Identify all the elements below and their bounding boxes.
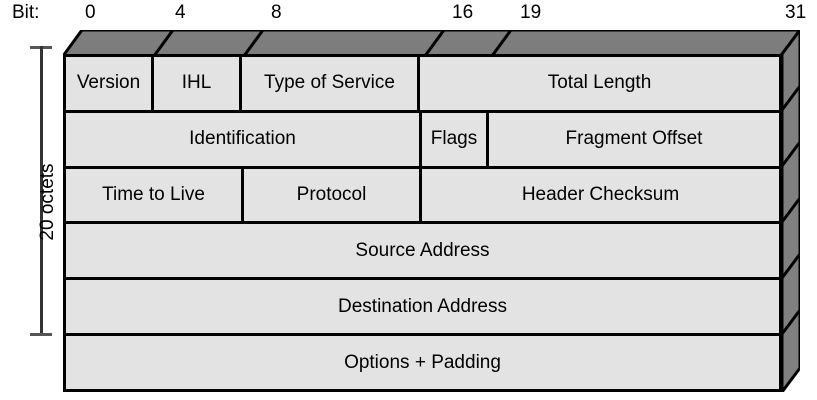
field-flags: Flags bbox=[422, 112, 489, 166]
bracket-bottom-tick bbox=[30, 333, 52, 336]
header-row-5: Destination Address bbox=[66, 280, 779, 337]
field-version: Version bbox=[66, 57, 154, 110]
bit-scale-caption: Bit: bbox=[12, 2, 40, 23]
field-ihl: IHL bbox=[154, 57, 242, 110]
bit-tick-0: 0 bbox=[85, 2, 96, 23]
bit-tick-31: 31 bbox=[785, 2, 807, 23]
field-time-to-live: Time to Live bbox=[66, 168, 244, 222]
bit-tick-19: 19 bbox=[520, 2, 542, 23]
header-row-6: Options + Padding bbox=[66, 336, 779, 389]
header-row-4: Source Address bbox=[66, 224, 779, 281]
octet-span-bracket: 20 octets bbox=[30, 46, 58, 336]
bracket-stem bbox=[40, 46, 43, 336]
field-fragment-offset: Fragment Offset bbox=[565, 128, 703, 150]
field-type-of-service: Type of Service bbox=[242, 57, 420, 110]
octet-span-label: 20 octets bbox=[37, 163, 58, 241]
header-fields-grid: Version IHL Type of Service Total Length… bbox=[63, 54, 782, 392]
bit-tick-8: 8 bbox=[271, 2, 282, 23]
field-protocol: Protocol bbox=[244, 168, 422, 222]
bit-tick-4: 4 bbox=[175, 2, 186, 23]
field-identification: Identification bbox=[66, 112, 422, 166]
box-top-bevel bbox=[63, 30, 800, 56]
bit-scale: Bit: 0 4 8 16 19 31 bbox=[0, 0, 817, 30]
header-row-1: Version IHL Type of Service Total Length bbox=[66, 57, 779, 113]
bit-tick-16: 16 bbox=[452, 2, 474, 23]
field-options-padding: Options + Padding bbox=[344, 351, 501, 373]
header-row-3: Time to Live Protocol Header Checksum bbox=[66, 168, 779, 225]
field-header-checksum: Header Checksum bbox=[521, 184, 680, 206]
header-row-2: Identification Flags Fragment Offset bbox=[66, 112, 779, 169]
header-box-3d: Version IHL Type of Service Total Length… bbox=[63, 30, 800, 392]
field-destination-address: Destination Address bbox=[338, 295, 507, 317]
field-total-length: Total Length bbox=[547, 72, 652, 94]
field-source-address: Source Address bbox=[355, 239, 490, 261]
